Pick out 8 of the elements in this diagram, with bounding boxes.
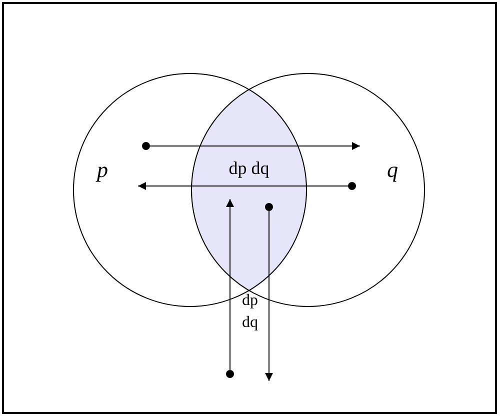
arrow [138,182,348,190]
set-label: p [97,159,108,181]
intersection-label: dp dq [228,158,270,177]
arrow [226,198,234,370]
arrow [150,142,360,150]
set-label: q [387,159,398,181]
arrow-label: dp dq [242,291,258,333]
arrow [265,210,273,382]
